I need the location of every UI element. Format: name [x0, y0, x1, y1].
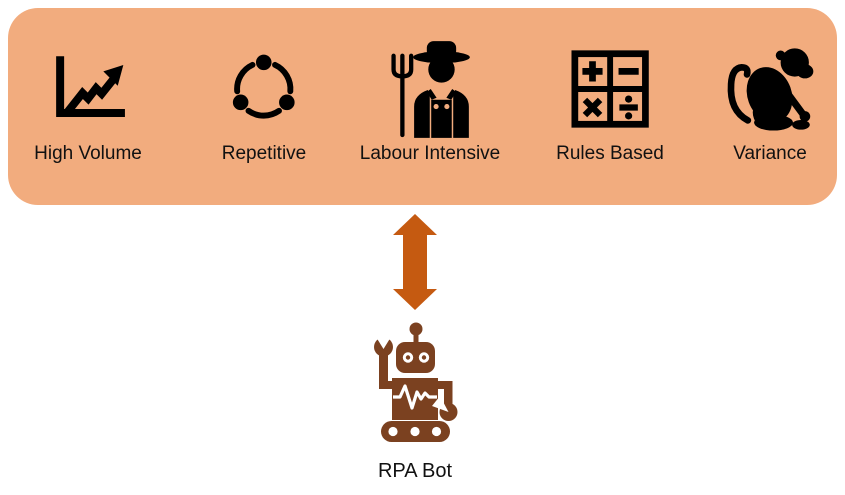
robot-icon	[369, 322, 459, 442]
monkey-icon	[725, 38, 815, 140]
item-label-labour-intensive: Labour Intensive	[359, 143, 501, 164]
rpa-bot-label: RPA Bot	[377, 460, 453, 482]
panel-item-rules-based: Rules Based	[556, 38, 664, 164]
panel-item-high-volume: High Volume	[34, 38, 142, 164]
item-label-high-volume: High Volume	[34, 143, 142, 164]
item-label-rules-based: Rules Based	[556, 143, 664, 164]
criteria-panel: High Volume Repetitive	[8, 8, 837, 205]
farmer-icon	[360, 38, 501, 140]
panel-item-repetitive: Repetitive	[221, 38, 307, 164]
cycle-icon	[222, 38, 307, 140]
up-down-arrow-icon	[392, 214, 438, 310]
item-label-variance: Variance	[733, 143, 807, 164]
line-chart-icon	[34, 38, 142, 140]
panel-item-labour-intensive: Labour Intensive	[359, 38, 501, 164]
calculator-icon	[556, 38, 664, 140]
item-label-repetitive: Repetitive	[221, 143, 307, 164]
panel-item-variance: Variance	[725, 38, 815, 164]
